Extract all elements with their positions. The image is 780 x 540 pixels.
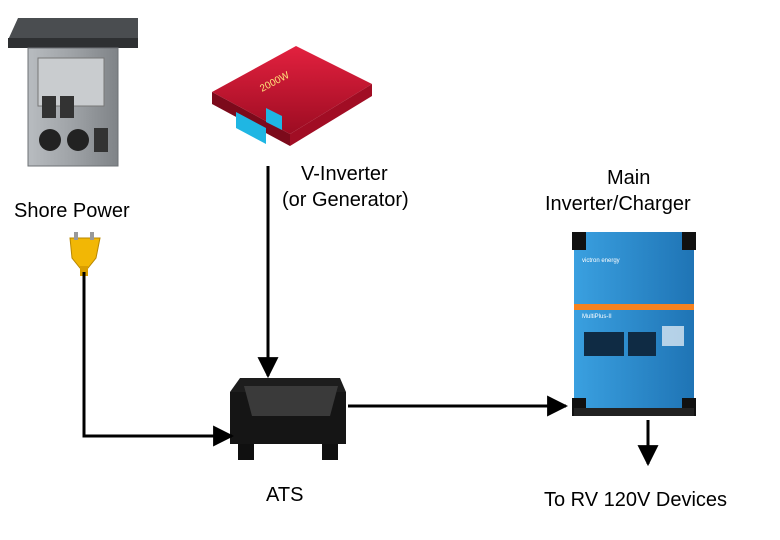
v-inverter-label-line1: V-Inverter: [301, 163, 388, 185]
main-inverter-label-line1: Main: [607, 167, 651, 189]
victron-model-text: MultiPlus-II: [582, 314, 612, 320]
shore-plug-icon: [69, 232, 101, 276]
shore-power-pedestal-image: [8, 18, 138, 167]
v-inverter-label-line2: (or Generator): [282, 189, 409, 211]
ats-image: [230, 378, 346, 460]
v-inverter-image: 2000W: [212, 46, 372, 146]
main-inverter-charger-image: victron energy MultiPlus-II: [572, 232, 696, 416]
output-label: To RV 120V Devices: [544, 489, 728, 511]
victron-brand-text: victron energy: [582, 258, 620, 264]
shore-power-label: Shore Power: [14, 200, 130, 222]
shore-to-ats-line: [82, 272, 235, 447]
main-inverter-label-line2: Inverter/Charger: [545, 193, 691, 215]
ats-label: ATS: [266, 484, 304, 506]
